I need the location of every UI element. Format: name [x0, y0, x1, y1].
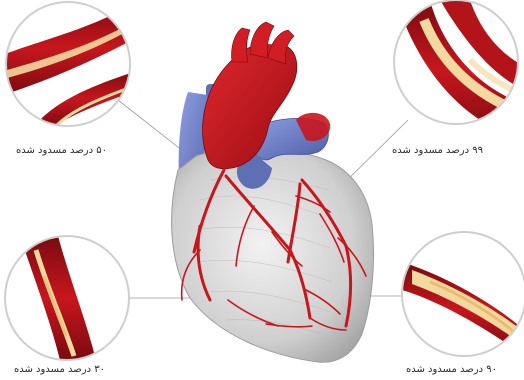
callout-bottom-left	[5, 236, 129, 360]
callout-label-top-right: ۹۹ درصد مسدود شده	[392, 145, 483, 156]
callout-top-left	[0, 0, 140, 128]
heart	[172, 22, 374, 362]
callout-top-right	[394, 0, 524, 140]
callout-label-bottom-right: ۹۰ درصد مسدود شده	[406, 364, 497, 375]
callout-bottom-right	[402, 232, 524, 380]
callout-label-top-left: ۵۰ درصد مسدود شده	[16, 145, 107, 156]
callout-label-bottom-left: ۳۰ درصد مسدود شده	[14, 364, 105, 375]
